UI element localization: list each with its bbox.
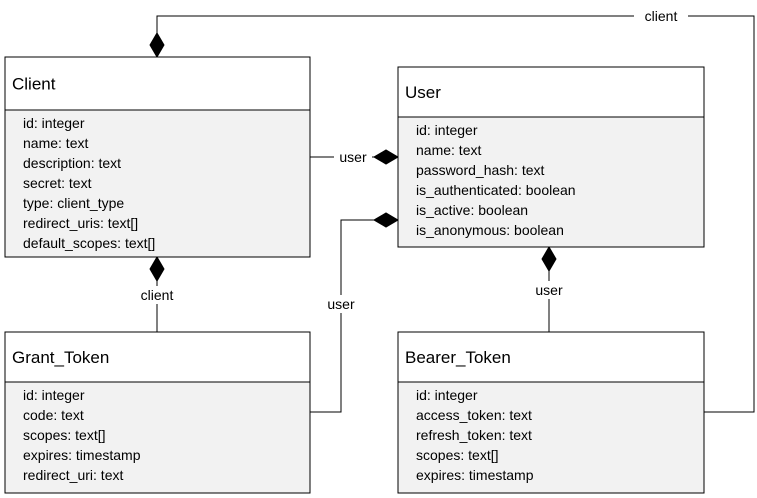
entity-title: Grant_Token [12, 348, 109, 367]
label-background [334, 148, 372, 166]
relationship-label: user [327, 296, 355, 312]
relationship-label-bearer-client: client [634, 7, 688, 25]
entity-attribute: id: integer [23, 387, 85, 403]
entity-attribute: redirect_uris: text[] [23, 215, 138, 231]
label-background [130, 286, 184, 304]
relationship-bearer-client [149, 15, 755, 413]
entity-header [5, 332, 310, 382]
entity-attribute: id: integer [23, 115, 85, 131]
relationship-line [156, 15, 755, 413]
entity-border [397, 331, 705, 494]
entity-title: Bearer_Token [405, 348, 511, 367]
entity-client: Client id: integer name: text description: … [4, 56, 311, 258]
entity-header [5, 57, 310, 110]
entity-attribute: refresh_token: text [416, 427, 532, 443]
relationship-label: client [141, 287, 174, 303]
relationship-label: user [535, 282, 563, 298]
entity-header [398, 67, 704, 117]
relationship-lines [149, 15, 755, 413]
entity-attribute: is_authenticated: boolean [416, 182, 576, 198]
entity-attribute: scopes: text[] [23, 427, 105, 443]
entity-attribute: secret: text [23, 175, 92, 191]
relationship-labels: user client user user client [130, 7, 688, 313]
entity-attribute: is_anonymous: boolean [416, 222, 564, 238]
entity-border [4, 331, 311, 494]
entity-title: User [405, 83, 441, 102]
entities: Client id: integer name: text description: … [4, 56, 705, 494]
relationship-label-grant-user: user [322, 295, 360, 313]
relationship-label-client-user: user [334, 148, 372, 166]
relationship-line [310, 219, 398, 413]
entity-attribute: id: integer [416, 122, 478, 138]
entity-attribute: name: text [23, 135, 88, 151]
relationship-label: user [339, 149, 367, 165]
entity-bearer-token: Bearer_Token id: integer access_token: tex… [397, 331, 705, 494]
entity-attribute: expires: timestamp [23, 447, 141, 463]
entity-border [397, 66, 705, 248]
entity-attribute: id: integer [416, 387, 478, 403]
composition-diamond [541, 246, 557, 272]
relationship-grant-user [310, 212, 399, 413]
composition-diamond [149, 32, 165, 58]
entity-attribute: expires: timestamp [416, 467, 534, 483]
composition-diamond [149, 256, 165, 282]
label-background [322, 295, 360, 313]
entity-attribute: scopes: text[] [416, 447, 498, 463]
entity-attribute: password_hash: text [416, 162, 545, 178]
entity-attribute: name: text [416, 142, 481, 158]
relationship-label: client [645, 8, 678, 24]
entity-attribute: is_active: boolean [416, 202, 528, 218]
entity-user: User id: integer name: text password_hash: … [397, 66, 705, 248]
entity-border [4, 56, 311, 258]
relationship-label-grant-client: client [130, 286, 184, 304]
label-background [530, 281, 568, 299]
entity-attribute: access_token: text [416, 407, 532, 423]
composition-diamond [373, 149, 399, 165]
entity-grant-token: Grant_Token id: integer code: text scopes: … [4, 331, 311, 494]
entity-header [398, 332, 704, 382]
entity-attribute: code: text [23, 407, 84, 423]
entity-attribute: description: text [23, 155, 121, 171]
label-background [634, 7, 688, 25]
relationship-label-bearer-user: user [530, 281, 568, 299]
entity-attribute: redirect_uri: text [23, 467, 123, 483]
entity-title: Client [12, 75, 56, 94]
entity-attribute: default_scopes: text[] [23, 235, 155, 251]
entity-attribute: type: client_type [23, 195, 124, 211]
composition-diamond [373, 212, 399, 228]
